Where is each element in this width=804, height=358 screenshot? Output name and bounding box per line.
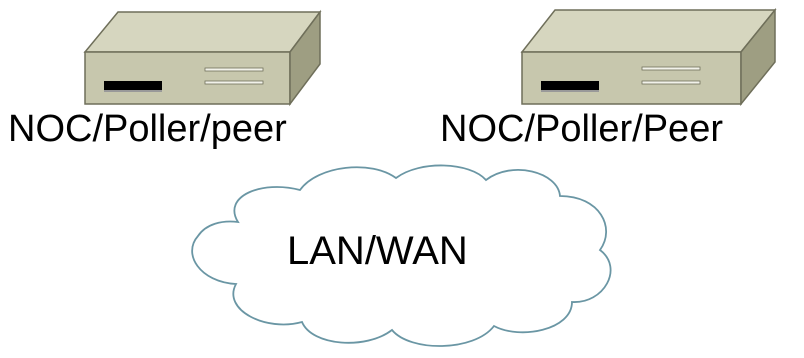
right-device-label: NOC/Poller/Peer: [440, 108, 723, 150]
vent-line: [204, 80, 264, 85]
vent-line: [641, 80, 701, 85]
network-label: LAN/WAN: [287, 229, 468, 273]
drive-slot: [104, 81, 162, 92]
left-server-icon: [83, 9, 322, 107]
vent-line: [204, 67, 264, 72]
drive-slot: [541, 81, 599, 92]
vent-line: [641, 66, 701, 71]
right-server-icon: [520, 7, 777, 107]
network-cloud-icon: [191, 164, 612, 347]
left-device-label: NOC/Poller/peer: [8, 108, 287, 150]
